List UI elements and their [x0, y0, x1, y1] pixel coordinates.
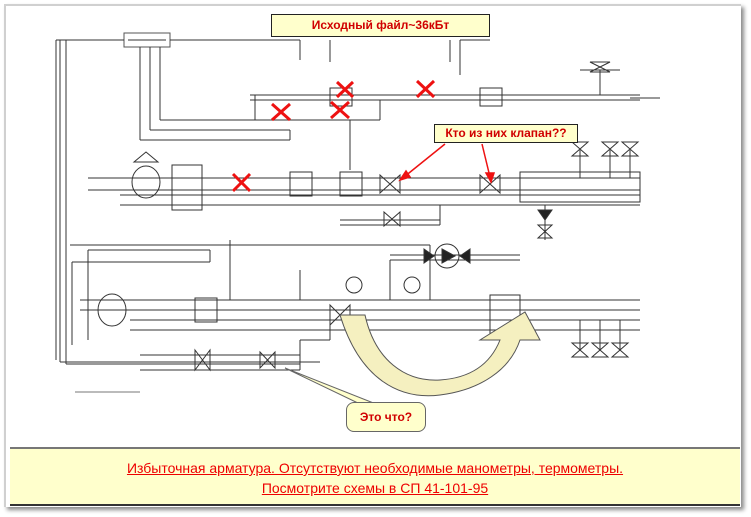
footer-line-1: Избыточная арматура. Отсутствуют необход…: [126, 460, 624, 476]
pointer-arrow: [403, 143, 446, 178]
cross-mark: [231, 172, 252, 193]
cross-mark: [271, 102, 291, 122]
what-is-this-callout: Это что?: [346, 402, 426, 432]
pointer-arrow: [481, 143, 491, 178]
cross-mark: [330, 100, 350, 120]
pointer-arrow-head: [398, 169, 412, 182]
title-callout: Исходный файл~36кБт: [271, 14, 490, 37]
callout-tail: [284, 367, 377, 405]
footer-note: Избыточная арматура. Отсутствуют необход…: [10, 447, 740, 506]
schematic-lines: [55, 32, 660, 393]
cross-marks: [231, 79, 436, 193]
curved-arrow: [339, 311, 541, 397]
cross-mark: [415, 79, 436, 99]
footer-line-2: Посмотрите схемы в СП 41-101-95: [261, 480, 489, 496]
pointer-arrow-head: [484, 172, 496, 184]
cross-mark: [335, 80, 355, 99]
question-callout: Кто из них клапан??: [434, 124, 578, 143]
